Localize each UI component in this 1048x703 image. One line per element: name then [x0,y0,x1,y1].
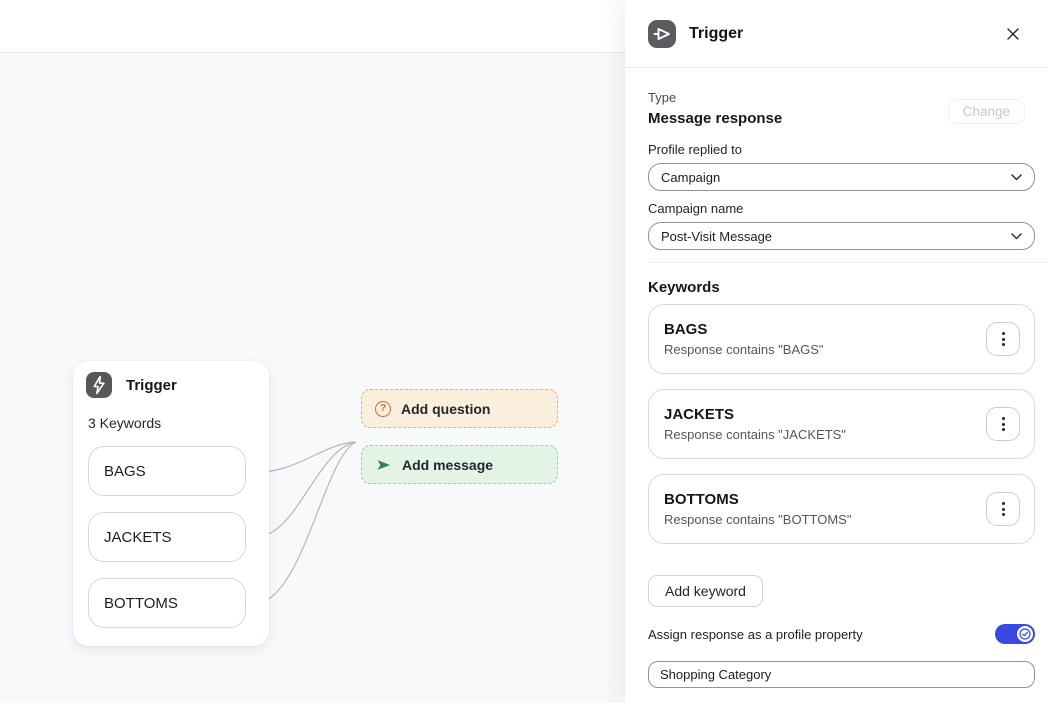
keyword-card-bags: BAGS Response contains "BAGS" [648,304,1035,374]
campaign-name-value: Post-Visit Message [661,228,773,244]
add-keyword-button[interactable]: Add keyword [648,575,763,607]
keywords-heading: Keywords [648,279,720,296]
keyword-menu-button[interactable] [986,322,1020,356]
keyword-menu-button[interactable] [986,407,1020,441]
keyword-description: Response contains "JACKETS" [664,427,846,442]
profile-replied-select[interactable]: Campaign [648,163,1035,191]
type-label: Type [648,90,677,105]
add-message-button[interactable]: Add message [361,445,558,484]
add-message-label: Add message [402,456,494,473]
question-icon: ? [375,400,391,417]
assign-property-label: Assign response as a profile property [648,626,863,642]
keyword-chip-bags[interactable]: BAGS [88,446,246,496]
campaign-name-label: Campaign name [648,201,744,216]
chevron-down-icon [1011,173,1022,180]
keyword-name: BOTTOMS [664,491,739,508]
send-arrow-icon [648,19,676,48]
campaign-name-select[interactable]: Post-Visit Message [648,222,1035,250]
keyword-chip-label: BOTTOMS [104,594,178,612]
kebab-icon [1001,332,1005,335]
keyword-name: JACKETS [664,406,735,423]
send-icon [375,457,392,473]
keyword-chip-bottoms[interactable]: BOTTOMS [88,578,246,628]
keyword-chip-jackets[interactable]: JACKETS [88,512,246,562]
assign-property-toggle[interactable] [995,624,1035,644]
keyword-name: BAGS [664,321,708,338]
trigger-node-title: Trigger [126,376,177,394]
panel-header: Trigger [625,0,1048,68]
kebab-icon [1001,417,1005,420]
section-divider [648,262,1048,263]
keyword-chip-label: JACKETS [104,528,172,546]
kebab-icon [1001,502,1005,505]
trigger-node-keyword-count: 3 Keywords [88,415,162,431]
add-question-button[interactable]: ? Add question [361,389,558,428]
keyword-card-jackets: JACKETS Response contains "JACKETS" [648,389,1035,459]
trigger-node-header: Trigger [86,372,256,398]
keyword-menu-button[interactable] [986,492,1020,526]
add-question-label: Add question [401,400,491,417]
keyword-description: Response contains "BAGS" [664,342,824,357]
trigger-panel: Trigger Type Message response Change Pro… [625,0,1048,703]
lightning-bolt-icon [86,372,112,398]
close-icon [1007,27,1019,40]
keyword-card-bottoms: BOTTOMS Response contains "BOTTOMS" [648,474,1035,544]
trigger-node[interactable]: Trigger 3 Keywords BAGS JACKETS BOTTOMS [73,361,269,646]
change-button[interactable]: Change [947,99,1025,124]
property-name-input[interactable] [648,661,1035,688]
check-icon [1017,626,1033,642]
top-bar [0,0,625,53]
keyword-description: Response contains "BOTTOMS" [664,512,852,527]
panel-title: Trigger [689,24,744,42]
profile-replied-value: Campaign [661,169,721,185]
keyword-chip-label: BAGS [104,462,146,480]
profile-replied-label: Profile replied to [648,142,742,157]
type-value: Message response [648,110,783,127]
chevron-down-icon [1011,232,1022,239]
close-button[interactable] [1001,22,1025,46]
flow-canvas[interactable]: Trigger 3 Keywords BAGS JACKETS BOTTOMS … [0,0,625,703]
